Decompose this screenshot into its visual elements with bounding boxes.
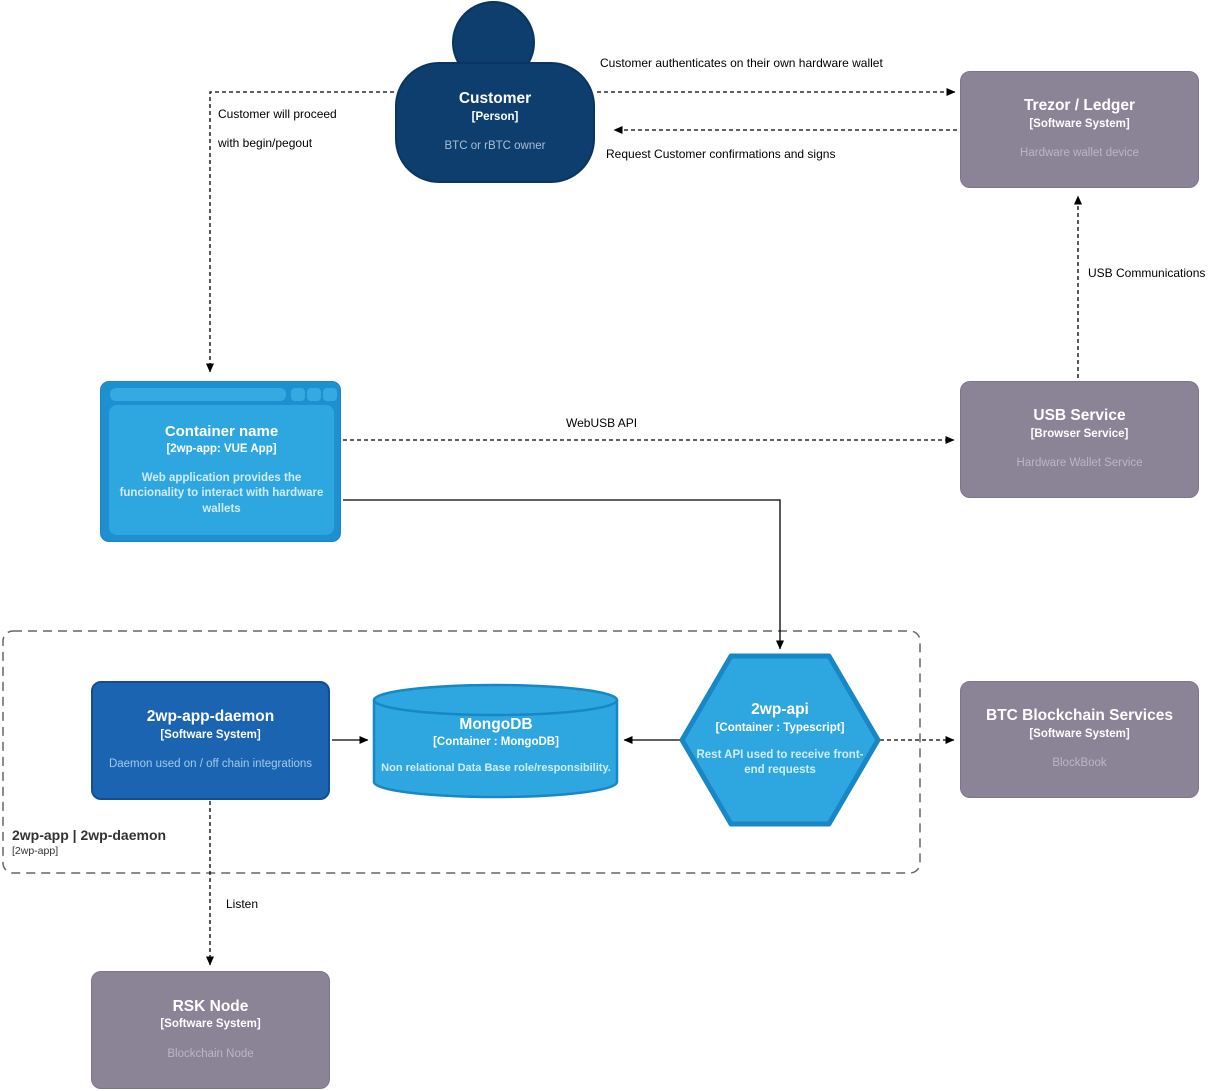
browser-address-bar (110, 388, 286, 401)
node-subtitle: [Person] (471, 110, 519, 123)
node-customer[interactable]: Customer [Person] BTC or rBTC owner (395, 62, 595, 183)
node-title: USB Service (1033, 407, 1126, 425)
node-title: BTC Blockchain Services (986, 707, 1173, 725)
node-description: Web application provides the funcionalit… (119, 471, 324, 515)
node-subtitle: [Software System] (1029, 117, 1130, 130)
boundary-title: 2wp-app | 2wp-daemon (12, 827, 167, 843)
node-rsk[interactable]: RSK Node [Software System] Blockchain No… (91, 971, 330, 1089)
node-api-shape[interactable] (679, 653, 881, 827)
edge-webapp-to-api[interactable] (343, 499, 784, 650)
node-subtitle: [Software System] (160, 728, 261, 741)
node-subtitle: [Software System] (1029, 727, 1130, 740)
node-description: Daemon used on / off chain integrations (108, 758, 313, 771)
node-usb-service[interactable]: USB Service [Browser Service] Hardware W… (960, 381, 1199, 498)
edge-label-webusb: WebUSB API (566, 416, 638, 430)
node-description: BTC or rBTC owner (444, 140, 546, 153)
boundary-subtitle: [2wp-app] (12, 845, 59, 857)
node-mongodb-shape[interactable] (372, 683, 619, 799)
edge-customer-to-webapp[interactable] (206, 91, 394, 373)
node-btc-services[interactable]: BTC Blockchain Services [Software System… (960, 681, 1199, 798)
node-trezor-ledger[interactable]: Trezor / Ledger [Software System] Hardwa… (960, 71, 1199, 188)
node-description: Blockchain Node (167, 1047, 254, 1060)
node-subtitle: [2wp-app: VUE App] (166, 442, 277, 455)
node-subtitle: [Browser Service] (1030, 427, 1129, 440)
node-api-label: 2wp-api [Container : Typescript] Rest AP… (687, 680, 873, 800)
node-title: Container name (164, 422, 279, 440)
boundary-label: 2wp-app | 2wp-daemon [2wp-app] (12, 827, 166, 857)
node-title: 2wp-app-daemon (146, 708, 275, 726)
node-description: Rest API used to receive front-end reque… (696, 748, 864, 777)
node-subtitle: [Software System] (160, 1018, 261, 1031)
edge-label-auth: Customer authenticates on their own hard… (600, 56, 883, 70)
node-webapp[interactable]: Container name [2wp-app: VUE App] Web ap… (100, 381, 341, 542)
edge-label-usb-comm: USB Communications (1088, 266, 1206, 280)
edge-label-listen: Listen (226, 897, 259, 911)
edge-label-proceed-1: Customer will proceed (218, 107, 337, 121)
node-description: Hardware wallet device (1020, 147, 1139, 160)
node-title: RSK Node (172, 997, 249, 1015)
node-title: Customer (458, 90, 532, 108)
node-title: MongoDB (459, 715, 533, 733)
node-description: Non relational Data Base role/responsibi… (381, 762, 611, 775)
node-title: Trezor / Ledger (1023, 97, 1136, 115)
edge-label-proceed-2: with begin/pegout (218, 136, 313, 150)
edge-label-confirm: Request Customer confirmations and signs (606, 147, 836, 161)
node-title: 2wp-api (751, 701, 809, 719)
node-subtitle: [Container : Typescript] (715, 721, 845, 734)
node-description: Hardware Wallet Service (1016, 457, 1143, 470)
node-mongodb-label: MongoDB [Container : MongoDB] Non relati… (376, 700, 616, 792)
node-daemon[interactable]: 2wp-app-daemon [Software System] Daemon … (91, 681, 330, 800)
node-webapp-content: Container name [2wp-app: VUE App] Web ap… (109, 405, 334, 535)
browser-button-icon (323, 388, 337, 401)
browser-button-icon (307, 388, 321, 401)
node-subtitle: [Container : MongoDB] (433, 736, 559, 749)
boundary-2wp-app[interactable] (2, 630, 921, 874)
node-description: BlockBook (1052, 757, 1107, 770)
browser-button-icon (291, 388, 305, 401)
